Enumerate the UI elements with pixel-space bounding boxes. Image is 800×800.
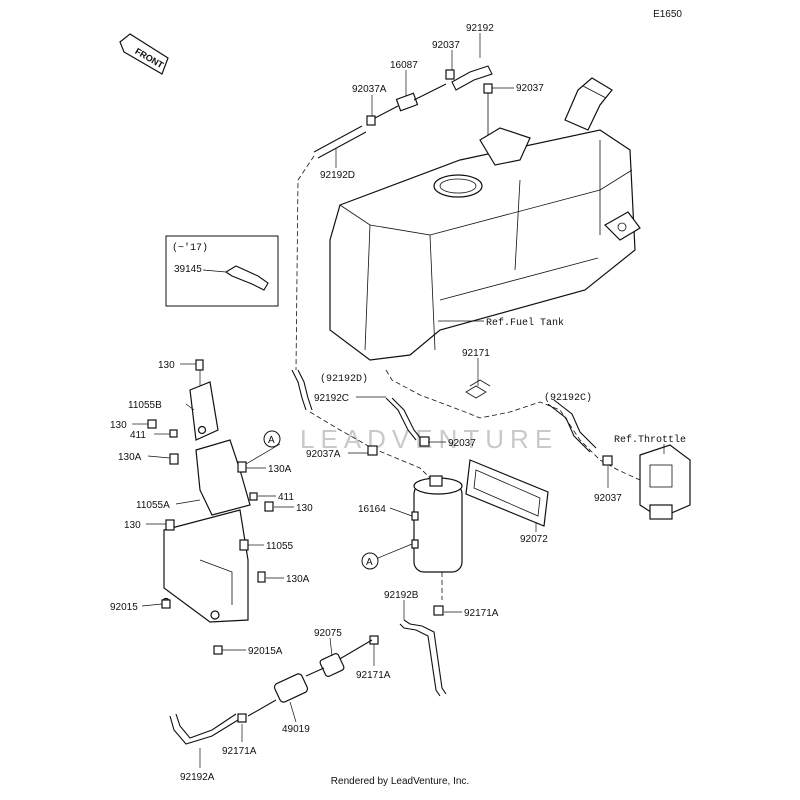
callout-130-c: 130 bbox=[296, 503, 313, 514]
inset-year-note: (~'17) bbox=[172, 242, 208, 254]
callout-11055b: 11055B bbox=[128, 400, 162, 411]
callout-92037-right: 92037 bbox=[516, 83, 544, 94]
callout-130a-a: 130A bbox=[118, 452, 142, 463]
callout-ref-fuel-tank: Ref.Fuel Tank bbox=[486, 317, 564, 329]
marker-a-label-top: A bbox=[268, 435, 275, 446]
callout-411-a: 411 bbox=[130, 430, 146, 441]
callout-92037-throttle: 92037 bbox=[594, 493, 622, 504]
callout-92171a-c: 92171A bbox=[222, 746, 257, 757]
leader-lines bbox=[132, 33, 665, 768]
callout-labels: 92192 92037 16087 92037A 92037 92192D Re… bbox=[110, 23, 686, 783]
reference-marker-a: A A bbox=[245, 430, 413, 570]
callout-92171: 92171 bbox=[462, 348, 490, 359]
callout-130-b: 130 bbox=[110, 420, 127, 431]
callout-16164: 16164 bbox=[358, 504, 386, 515]
callout-16087: 16087 bbox=[390, 60, 418, 71]
callout-92192d-paren: (92192D) bbox=[320, 373, 368, 385]
evap-canister bbox=[411, 459, 549, 573]
callout-92015a: 92015A bbox=[248, 646, 283, 657]
mid-hose-routing bbox=[291, 369, 691, 520]
callout-92075: 92075 bbox=[314, 628, 342, 639]
callout-92037a-top: 92037A bbox=[352, 84, 387, 95]
diagram-code: E1650 bbox=[653, 9, 682, 20]
callout-92192b: 92192B bbox=[384, 590, 419, 601]
callout-130a-b: 130A bbox=[268, 464, 292, 475]
callout-92192-top: 92192 bbox=[466, 23, 494, 34]
callout-92192c: 92192C bbox=[314, 393, 349, 404]
inset-box: (~'17) 39145 bbox=[165, 235, 279, 307]
callout-92192a: 92192A bbox=[180, 772, 215, 783]
callout-92037-top: 92037 bbox=[432, 40, 460, 51]
callout-130-d: 130 bbox=[124, 520, 141, 531]
callout-92171a-a: 92171A bbox=[464, 608, 499, 619]
callout-92037a-mid: 92037A bbox=[306, 449, 341, 460]
callout-49019: 49019 bbox=[282, 724, 310, 735]
callout-11055: 11055 bbox=[266, 541, 294, 552]
inset-part-number: 39145 bbox=[174, 264, 202, 275]
canister-brackets bbox=[147, 359, 274, 655]
callout-130a-c: 130A bbox=[286, 574, 310, 585]
callout-92171a-b: 92171A bbox=[356, 670, 391, 681]
vent-valve-assembly bbox=[295, 65, 493, 371]
front-direction-arrow: FRONT bbox=[119, 33, 169, 75]
callout-92037-mid: 92037 bbox=[448, 438, 476, 449]
callout-130-a: 130 bbox=[158, 360, 175, 371]
callout-11055a: 11055A bbox=[136, 500, 170, 511]
callout-92192c-paren: (92192C) bbox=[544, 392, 592, 404]
fuel-line-assembly bbox=[169, 572, 447, 745]
marker-a-label-bottom: A bbox=[366, 557, 373, 568]
callout-92192d: 92192D bbox=[320, 170, 355, 181]
callout-411-b: 411 bbox=[278, 492, 294, 503]
callout-92015: 92015 bbox=[110, 602, 138, 613]
footer-credit: Rendered by LeadVenture, Inc. bbox=[330, 776, 470, 787]
fuel-tank bbox=[329, 77, 641, 361]
callout-ref-throttle: Ref.Throttle bbox=[614, 434, 686, 446]
callout-92072: 92072 bbox=[520, 534, 548, 545]
